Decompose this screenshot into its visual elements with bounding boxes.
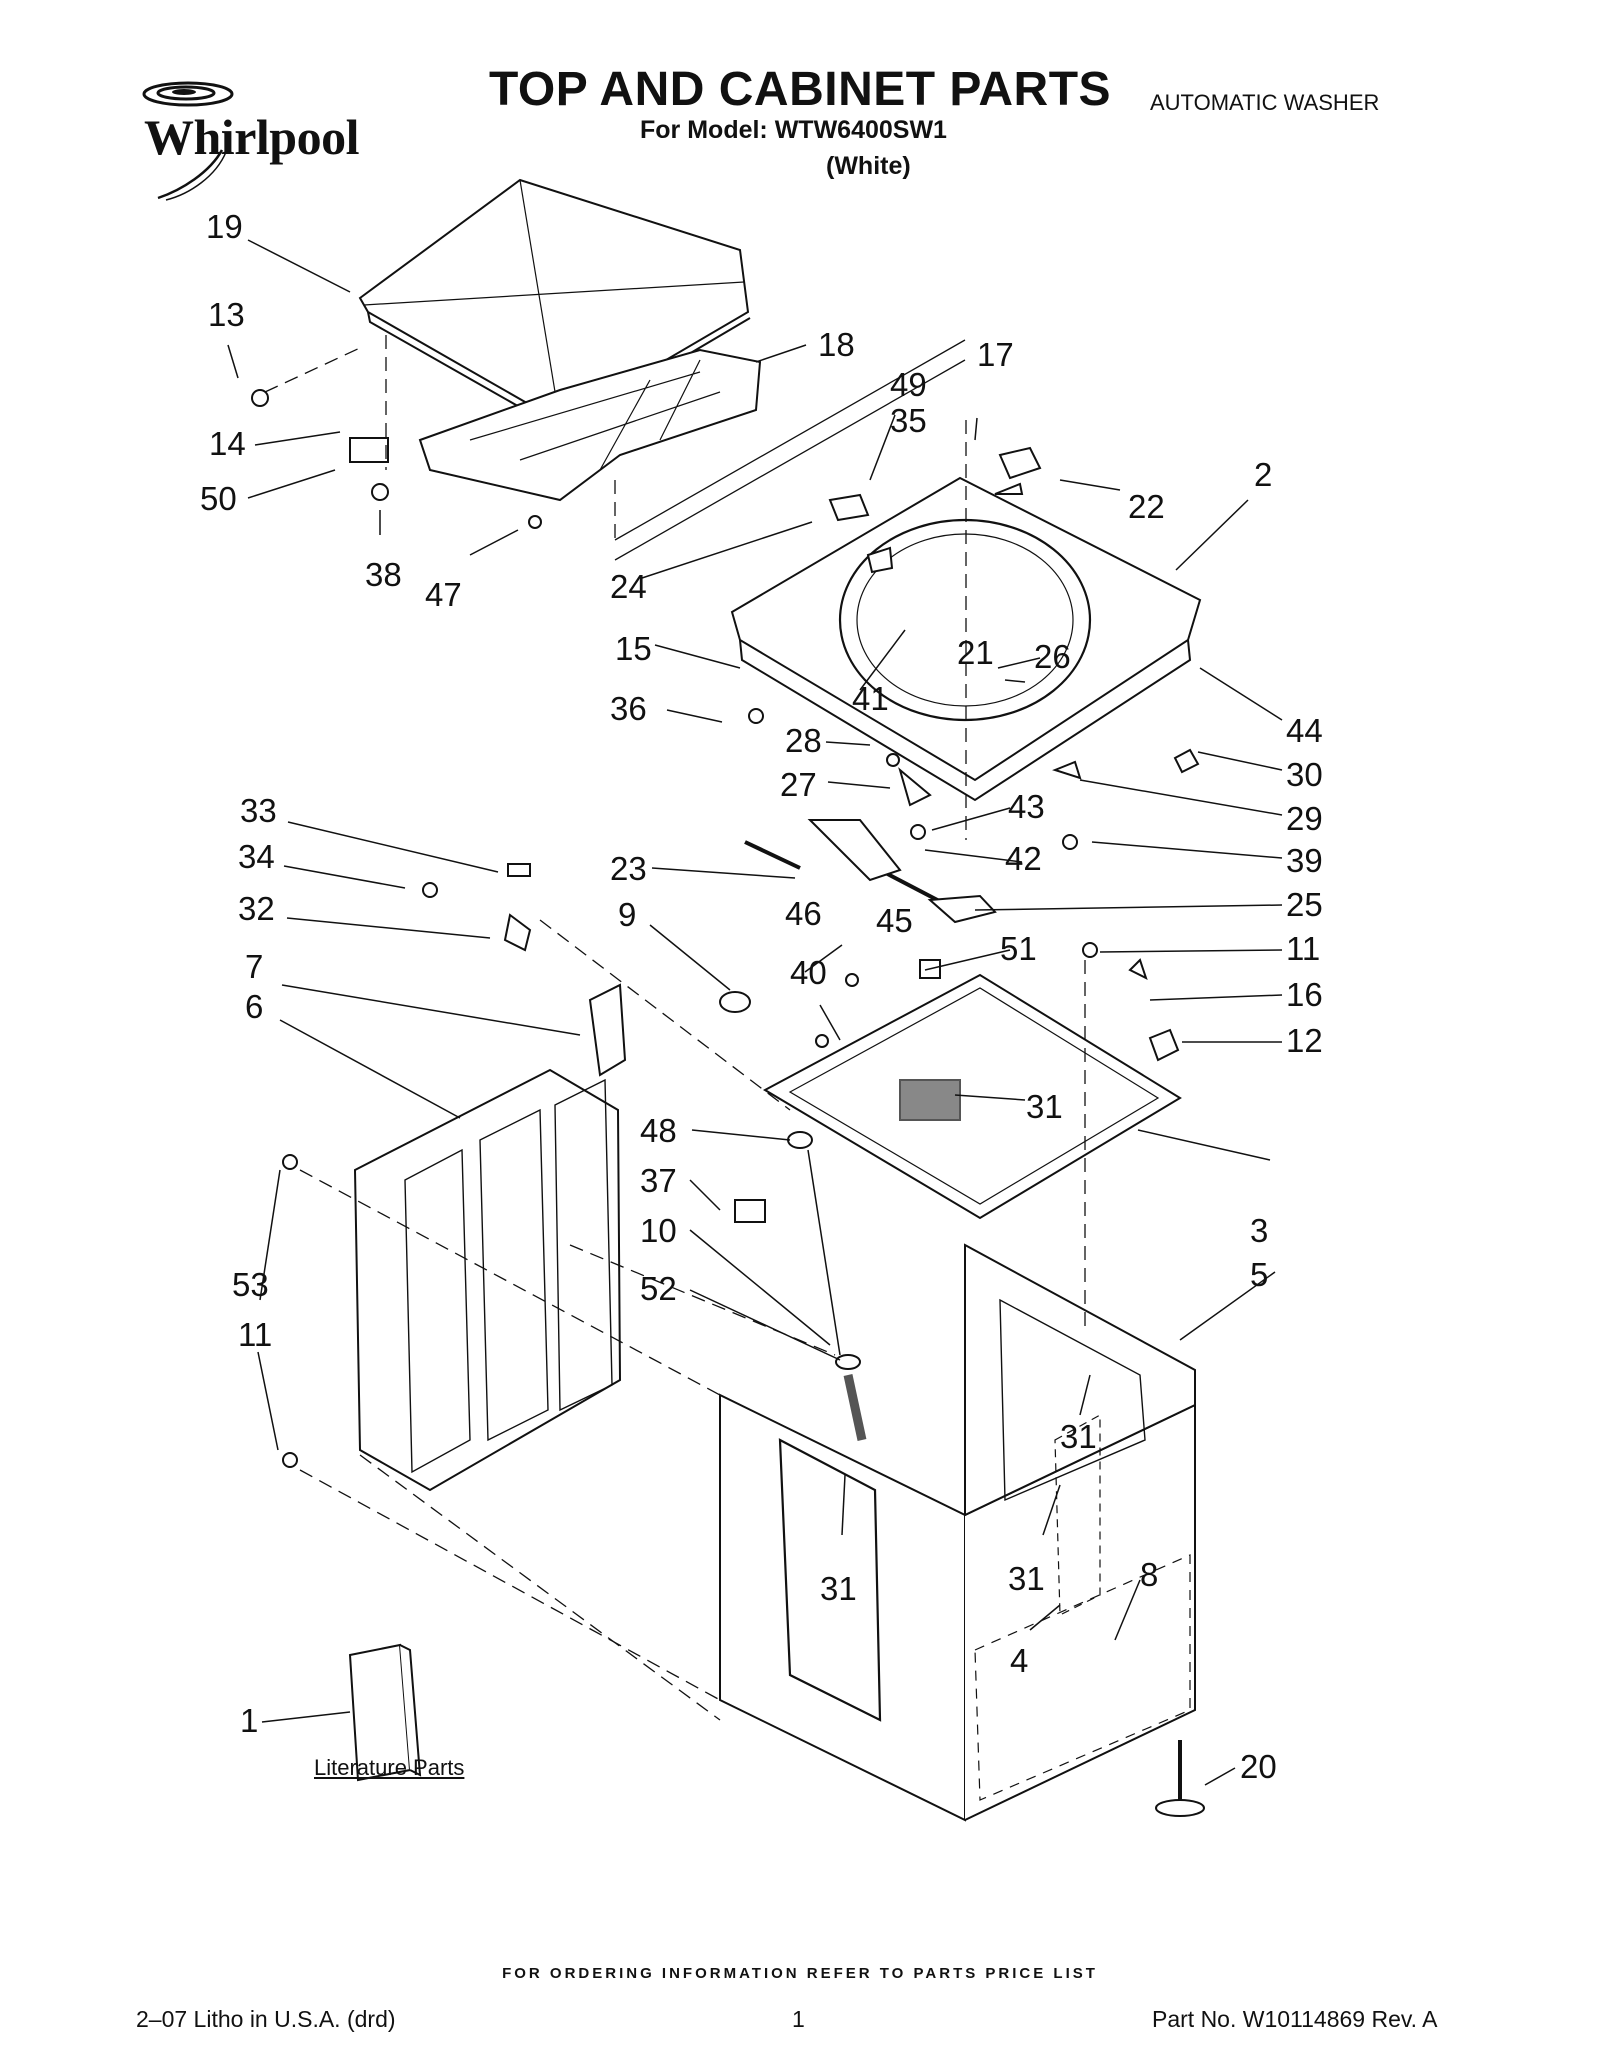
callout-4: 4 [1010, 1642, 1028, 1679]
callout-12: 12 [1286, 1022, 1323, 1059]
callout-11-top: 11 [1286, 930, 1320, 967]
callout-32: 32 [238, 890, 275, 927]
suspension-parts [744, 767, 997, 924]
cabinet-part [719, 1243, 1196, 1822]
callout-43: 43 [1008, 788, 1045, 825]
callout-33: 33 [240, 792, 277, 829]
callout-37: 37 [640, 1162, 677, 1199]
callout-47: 47 [425, 576, 462, 613]
rear-panel-part [353, 1068, 622, 1492]
callout-16: 16 [1286, 976, 1323, 1013]
literature-part [348, 1643, 422, 1782]
callout-31-side: 31 [1060, 1418, 1097, 1455]
callout-13: 13 [208, 296, 245, 333]
callout-5: 5 [1250, 1256, 1268, 1293]
ordering-note: FOR ORDERING INFORMATION REFER TO PARTS … [502, 1965, 1098, 1982]
callout-28: 28 [785, 722, 822, 759]
callout-7: 7 [245, 948, 263, 985]
callout-27: 27 [780, 766, 817, 803]
callout-10: 10 [640, 1212, 677, 1249]
page-number: 1 [792, 2006, 805, 2032]
callout-36: 36 [610, 690, 647, 727]
callout-17: 17 [977, 336, 1014, 373]
callout-39: 39 [1286, 842, 1323, 879]
callout-18: 18 [818, 326, 855, 363]
litho-note: 2–07 Litho in U.S.A. (drd) [136, 2006, 396, 2032]
callout-31-right: 31 [1008, 1560, 1045, 1597]
callout-24: 24 [610, 568, 647, 605]
frame-lines [614, 339, 966, 561]
callout-41-top: 41 [852, 680, 889, 717]
leader-lines [227, 239, 1283, 1786]
callout-20: 20 [1240, 1748, 1277, 1785]
page-title: TOP AND CABINET PARTS [488, 63, 1112, 116]
callout-44: 44 [1286, 712, 1323, 749]
lid-part [358, 178, 751, 432]
product-type: AUTOMATIC WASHER [1150, 90, 1380, 115]
literature-parts-label: Literature Parts [314, 1755, 465, 1780]
callout-48: 48 [640, 1112, 677, 1149]
callout-52: 52 [640, 1270, 677, 1307]
leveling-leg-part [1155, 1740, 1205, 1817]
hardware-parts [251, 389, 1200, 1468]
callout-26: 26 [1034, 638, 1071, 675]
callout-40: 40 [790, 954, 827, 991]
callout-labels: 19 13 14 50 38 47 18 17 49 35 22 2 24 15… [200, 208, 1323, 1785]
callout-50: 50 [200, 480, 237, 517]
callout-35: 35 [890, 402, 927, 439]
callout-9: 9 [618, 896, 636, 933]
model-line: For Model: WTW6400SW1 [640, 116, 947, 144]
callout-22: 22 [1128, 488, 1165, 525]
callout-19: 19 [206, 208, 243, 245]
callout-34: 34 [238, 838, 275, 875]
callout-11-bottom: 11 [238, 1316, 272, 1353]
callout-15: 15 [615, 630, 652, 667]
callout-38: 38 [365, 556, 402, 593]
callout-51: 51 [1000, 930, 1037, 967]
callout-8: 8 [1140, 1556, 1158, 1593]
callout-31-base: 31 [1026, 1088, 1063, 1125]
callout-46: 46 [785, 895, 822, 932]
callout-49: 49 [890, 366, 927, 403]
callout-45: 45 [876, 902, 913, 939]
callout-3: 3 [1250, 1212, 1268, 1249]
brand-logo: Whirlpool [130, 72, 370, 202]
callout-25: 25 [1286, 886, 1323, 923]
callout-42: 42 [1005, 840, 1042, 877]
callout-6: 6 [245, 988, 263, 1025]
callout-29: 29 [1286, 800, 1323, 837]
callout-1: 1 [240, 1702, 258, 1739]
lid-frame-part [418, 348, 762, 502]
callout-23: 23 [610, 850, 647, 887]
callout-2: 2 [1254, 456, 1272, 493]
callout-14: 14 [209, 425, 246, 462]
callout-53: 53 [232, 1266, 269, 1303]
swirl-logo-icon [142, 81, 234, 201]
callout-30: 30 [1286, 756, 1323, 793]
assembly-lines [264, 335, 1086, 1721]
callout-21: 21 [957, 634, 994, 671]
drain-parts [787, 1131, 867, 1441]
callout-31-front: 31 [820, 1570, 857, 1607]
color-line: (White) [826, 152, 911, 180]
part-number: Part No. W10114869 Rev. A [1152, 2006, 1438, 2032]
brand-name: Whirlpool [144, 109, 359, 165]
